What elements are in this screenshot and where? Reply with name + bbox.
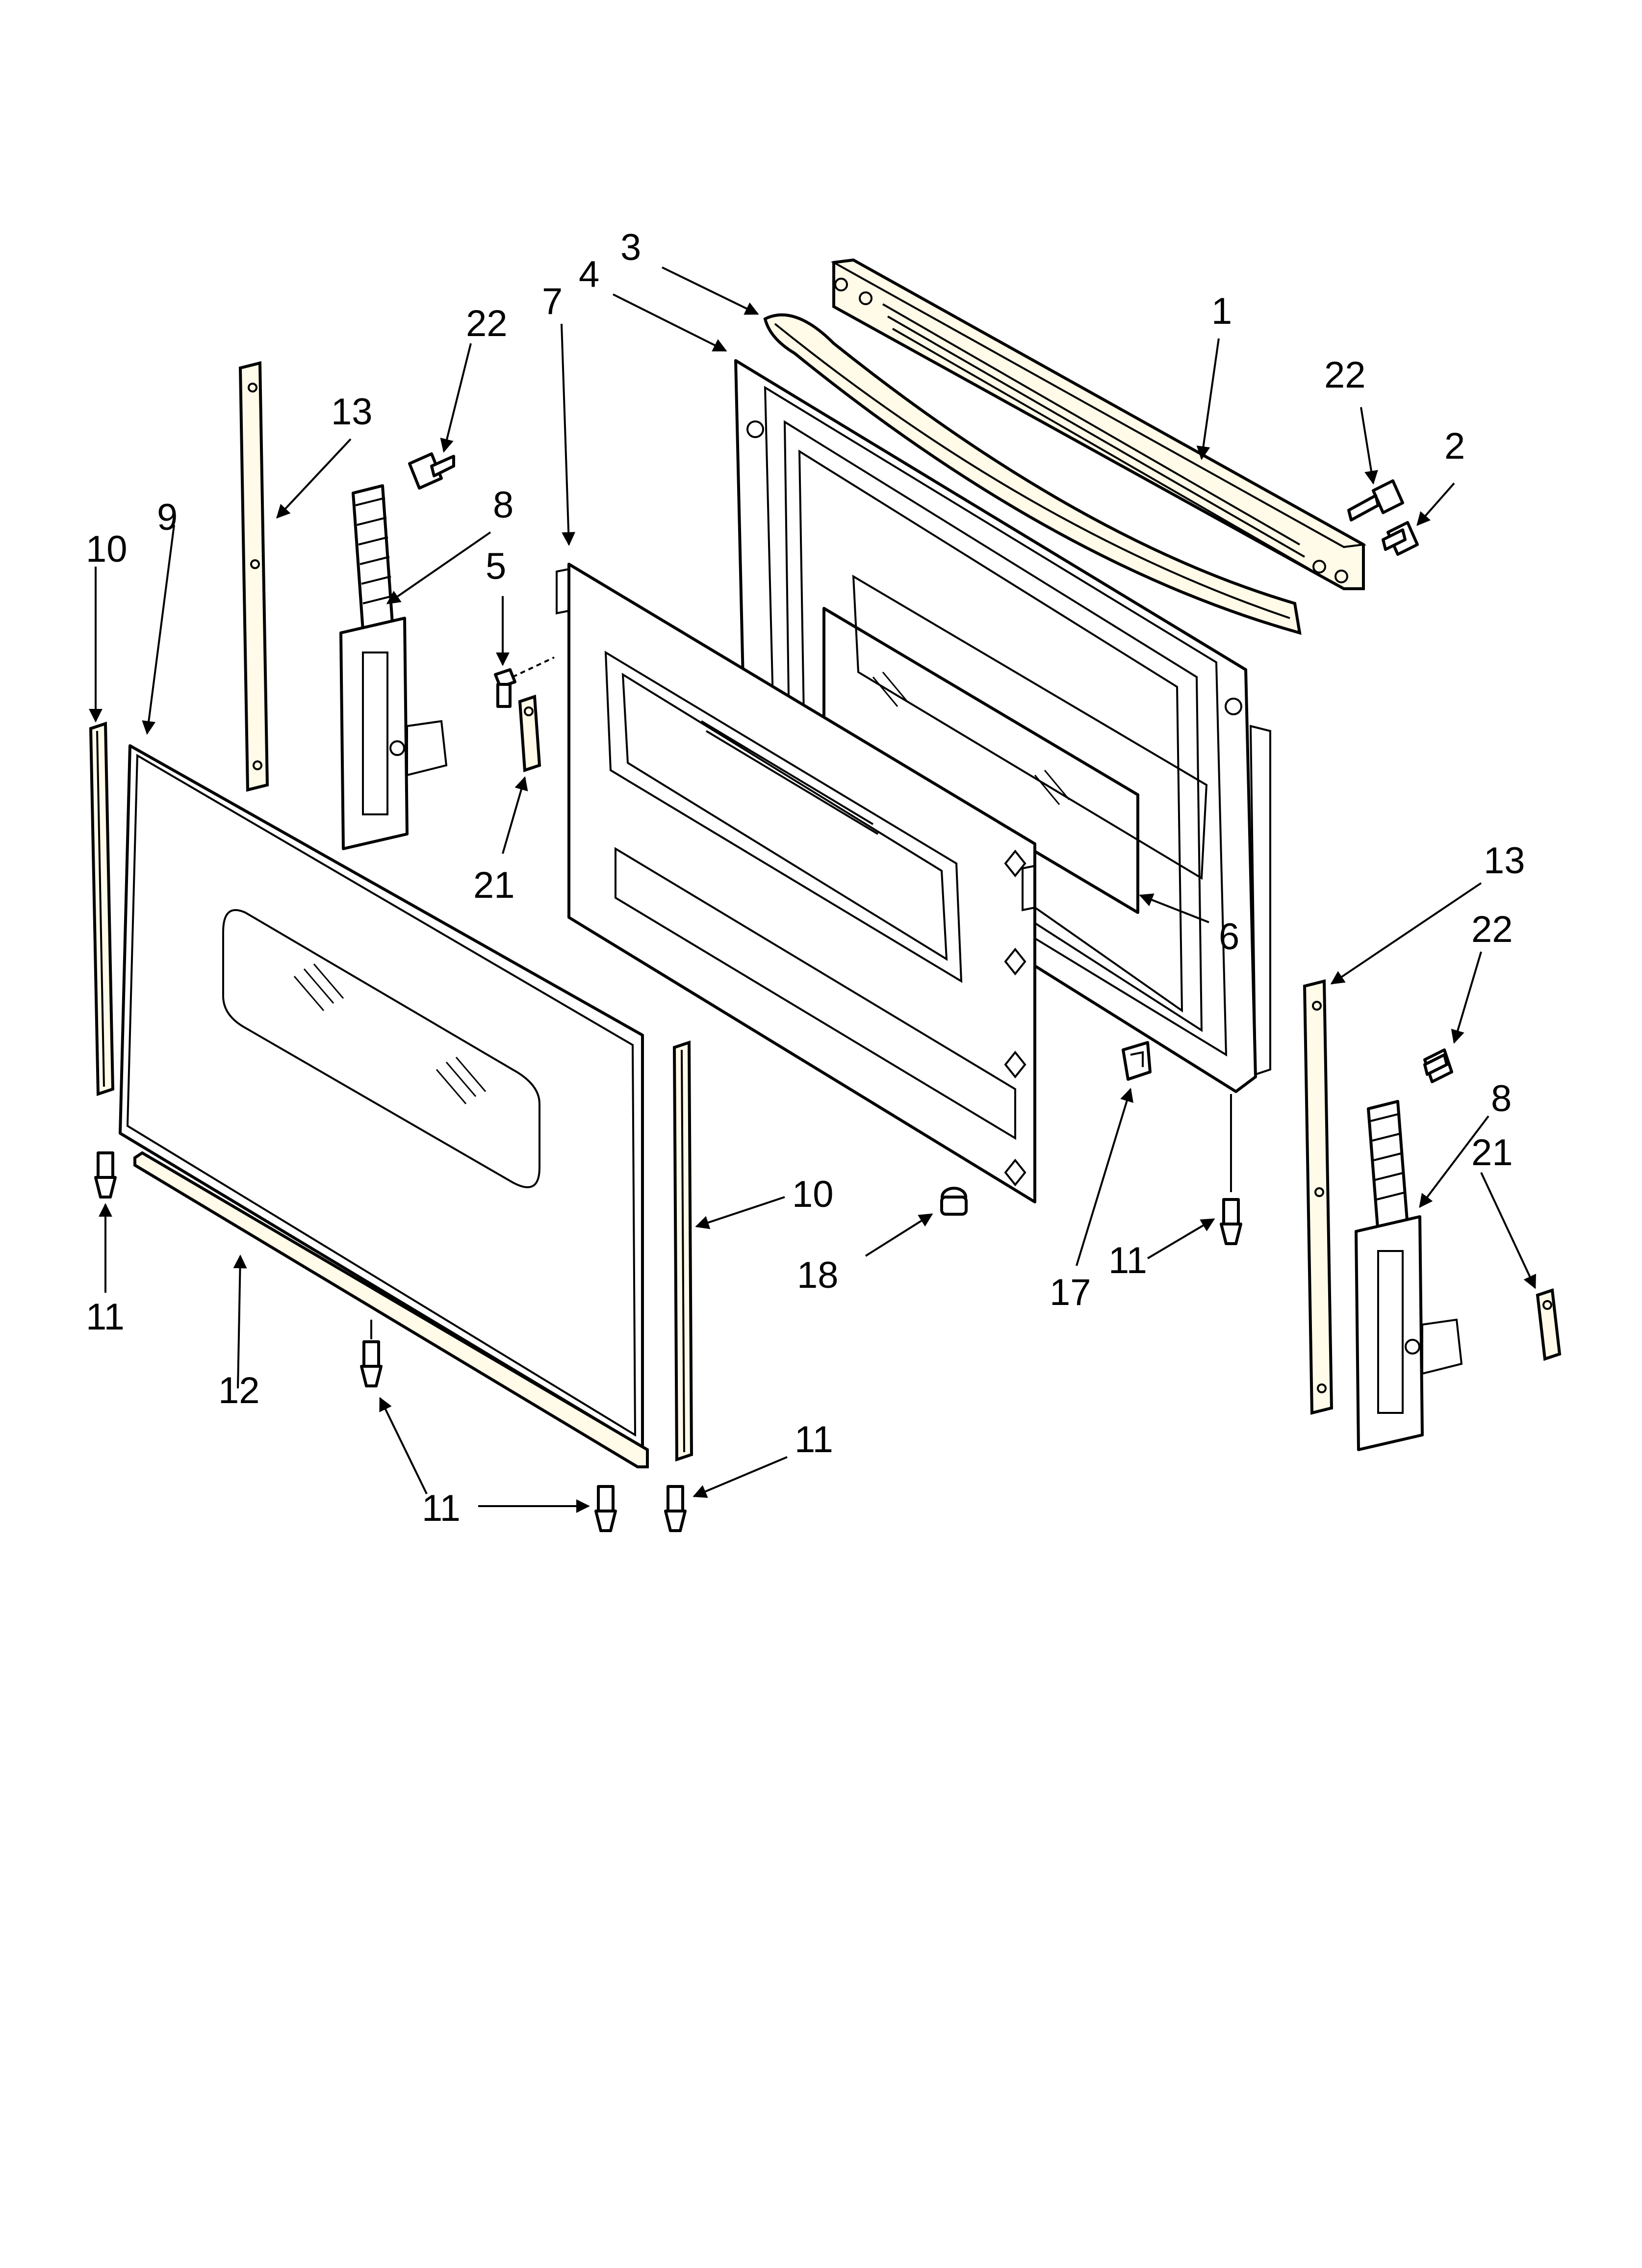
callout-9: 9: [157, 496, 178, 538]
part-bottom-trim: [133, 1151, 649, 1468]
part-side-trim-right: [672, 1040, 693, 1462]
part-screw-22-top: [1347, 479, 1404, 521]
callout-22-top: 22: [1324, 354, 1366, 396]
callout-4: 4: [579, 254, 599, 295]
part-hinge-right: [1355, 1100, 1463, 1451]
callout-8-left: 8: [493, 484, 513, 526]
part-clip: [1122, 1041, 1152, 1081]
part-bumper: [940, 1187, 968, 1216]
callout-11-d: 11: [1108, 1240, 1147, 1281]
part-hinge-receptacle-right: [1303, 979, 1334, 1415]
callout-17: 17: [1050, 1272, 1091, 1313]
part-screw-11-c: [594, 1485, 617, 1532]
part-screw-11-a: [94, 1151, 117, 1199]
part-side-trim-left: [89, 721, 115, 1096]
callout-21-left: 21: [473, 864, 515, 906]
part-vent-trim: [830, 258, 1367, 590]
part-outer-door-glass: [119, 744, 644, 1449]
callout-7: 7: [542, 281, 563, 322]
part-spacer-right: [1536, 1288, 1562, 1361]
callout-labels: 1 2 3 4 5 6 7 8 8 9 10 10 11 11 11 11 11…: [86, 227, 1525, 1529]
callout-13-left: 13: [331, 391, 373, 433]
part-screw-22-right: [1423, 1048, 1453, 1083]
part-screw-11-d: [664, 1485, 687, 1532]
callout-11-c: 11: [795, 1419, 833, 1460]
callout-13-right: 13: [1484, 840, 1525, 882]
part-hinge-receptacle-left: [238, 361, 269, 792]
callout-18: 18: [797, 1254, 839, 1296]
callout-5: 5: [486, 546, 506, 587]
part-inner-glass: [822, 574, 1208, 914]
callout-22-right: 22: [1471, 909, 1513, 950]
part-door-liner-frame: [556, 563, 1036, 1203]
leader-lines: [89, 266, 1536, 1513]
callout-6: 6: [1219, 916, 1239, 958]
part-screw-22-left: [408, 452, 455, 490]
part-screw-5: [494, 656, 555, 708]
callout-10-left: 10: [86, 528, 128, 570]
callout-11-a: 11: [86, 1296, 125, 1338]
callout-3: 3: [620, 227, 641, 268]
callout-10-right: 10: [792, 1173, 834, 1215]
callout-21-right: 21: [1471, 1132, 1513, 1173]
callout-8-right: 8: [1491, 1078, 1512, 1120]
part-screw-2: [1382, 521, 1419, 556]
part-hinge-left: [339, 484, 448, 850]
part-spacer-left: [518, 694, 541, 773]
callout-11-b: 11: [422, 1487, 461, 1529]
callout-22-left: 22: [466, 303, 508, 344]
callout-12: 12: [218, 1370, 260, 1411]
callout-2: 2: [1444, 425, 1465, 467]
callout-1: 1: [1211, 290, 1232, 332]
part-screw-11-b: [360, 1340, 383, 1387]
part-screw-11-e: [1220, 1198, 1242, 1245]
part-door-handle: [763, 313, 1302, 635]
